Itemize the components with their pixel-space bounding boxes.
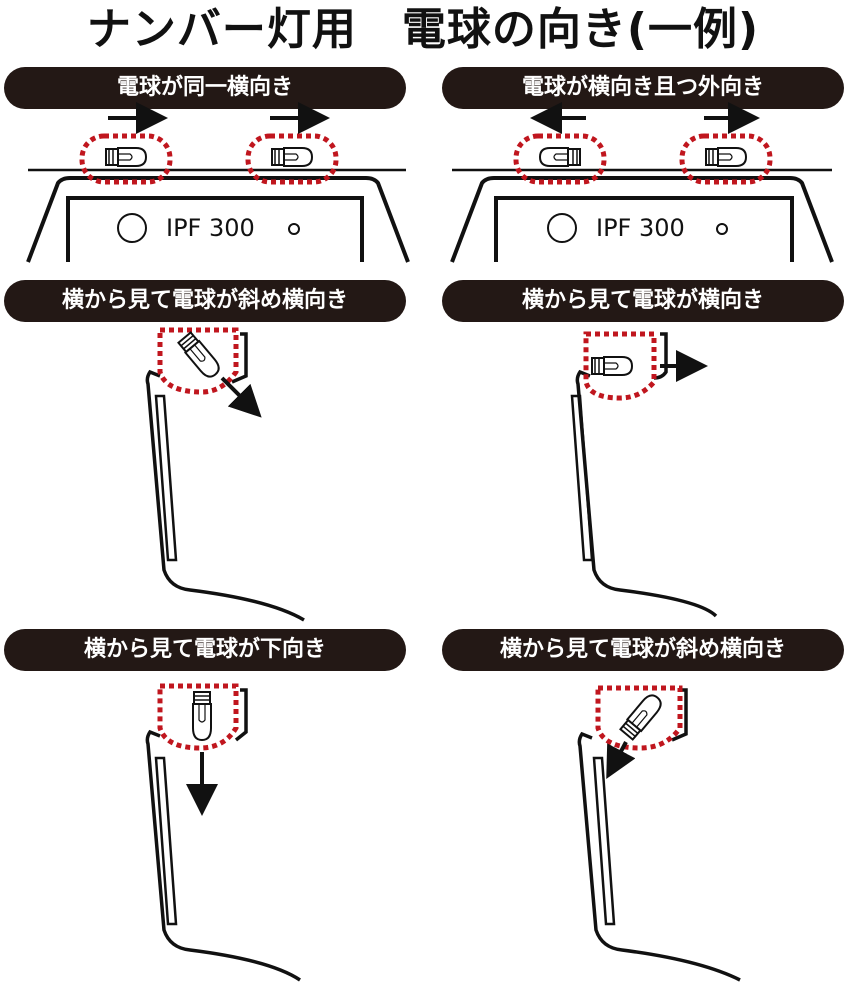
label-same-direction: 電球が同一横向き: [4, 67, 406, 109]
bulb-highlight: [157, 327, 239, 395]
bulb-highlight: [679, 133, 773, 185]
panel-side-horizontal: [570, 331, 718, 618]
arrow-diagonal-icon: [606, 741, 636, 780]
page-title: ナンバー灯用 電球の向き(一例): [86, 4, 760, 55]
label-side-down: 横から見て電球が下向き: [4, 629, 406, 671]
plate-text-right: IPF 300: [596, 214, 685, 242]
bulb-highlight: [157, 683, 239, 751]
bulb-highlight: [79, 133, 173, 185]
bulb-highlight: [583, 331, 657, 401]
arrow-diagonal-icon: [220, 376, 262, 418]
label-side-diagonal-left: 横から見て電球が斜め横向き: [4, 280, 406, 322]
panel-side-diagonal-right: [577, 685, 741, 982]
label-side-diagonal-right: 横から見て電球が斜め横向き: [442, 629, 844, 671]
plate-text-left: IPF 300: [166, 214, 255, 242]
panel-side-diagonal-left: [145, 327, 305, 622]
bulb-highlight: [245, 133, 339, 185]
label-outward: 電球が横向き且つ外向き: [442, 67, 844, 109]
bulb-highlight: [513, 133, 607, 185]
bulb-highlight: [595, 685, 683, 751]
panel-side-down: [145, 683, 301, 982]
panel-outward: IPF 300: [450, 102, 834, 263]
label-side-horizontal: 横から見て電球が横向き: [442, 280, 844, 322]
panel-same-direction: IPF 300: [26, 102, 410, 263]
